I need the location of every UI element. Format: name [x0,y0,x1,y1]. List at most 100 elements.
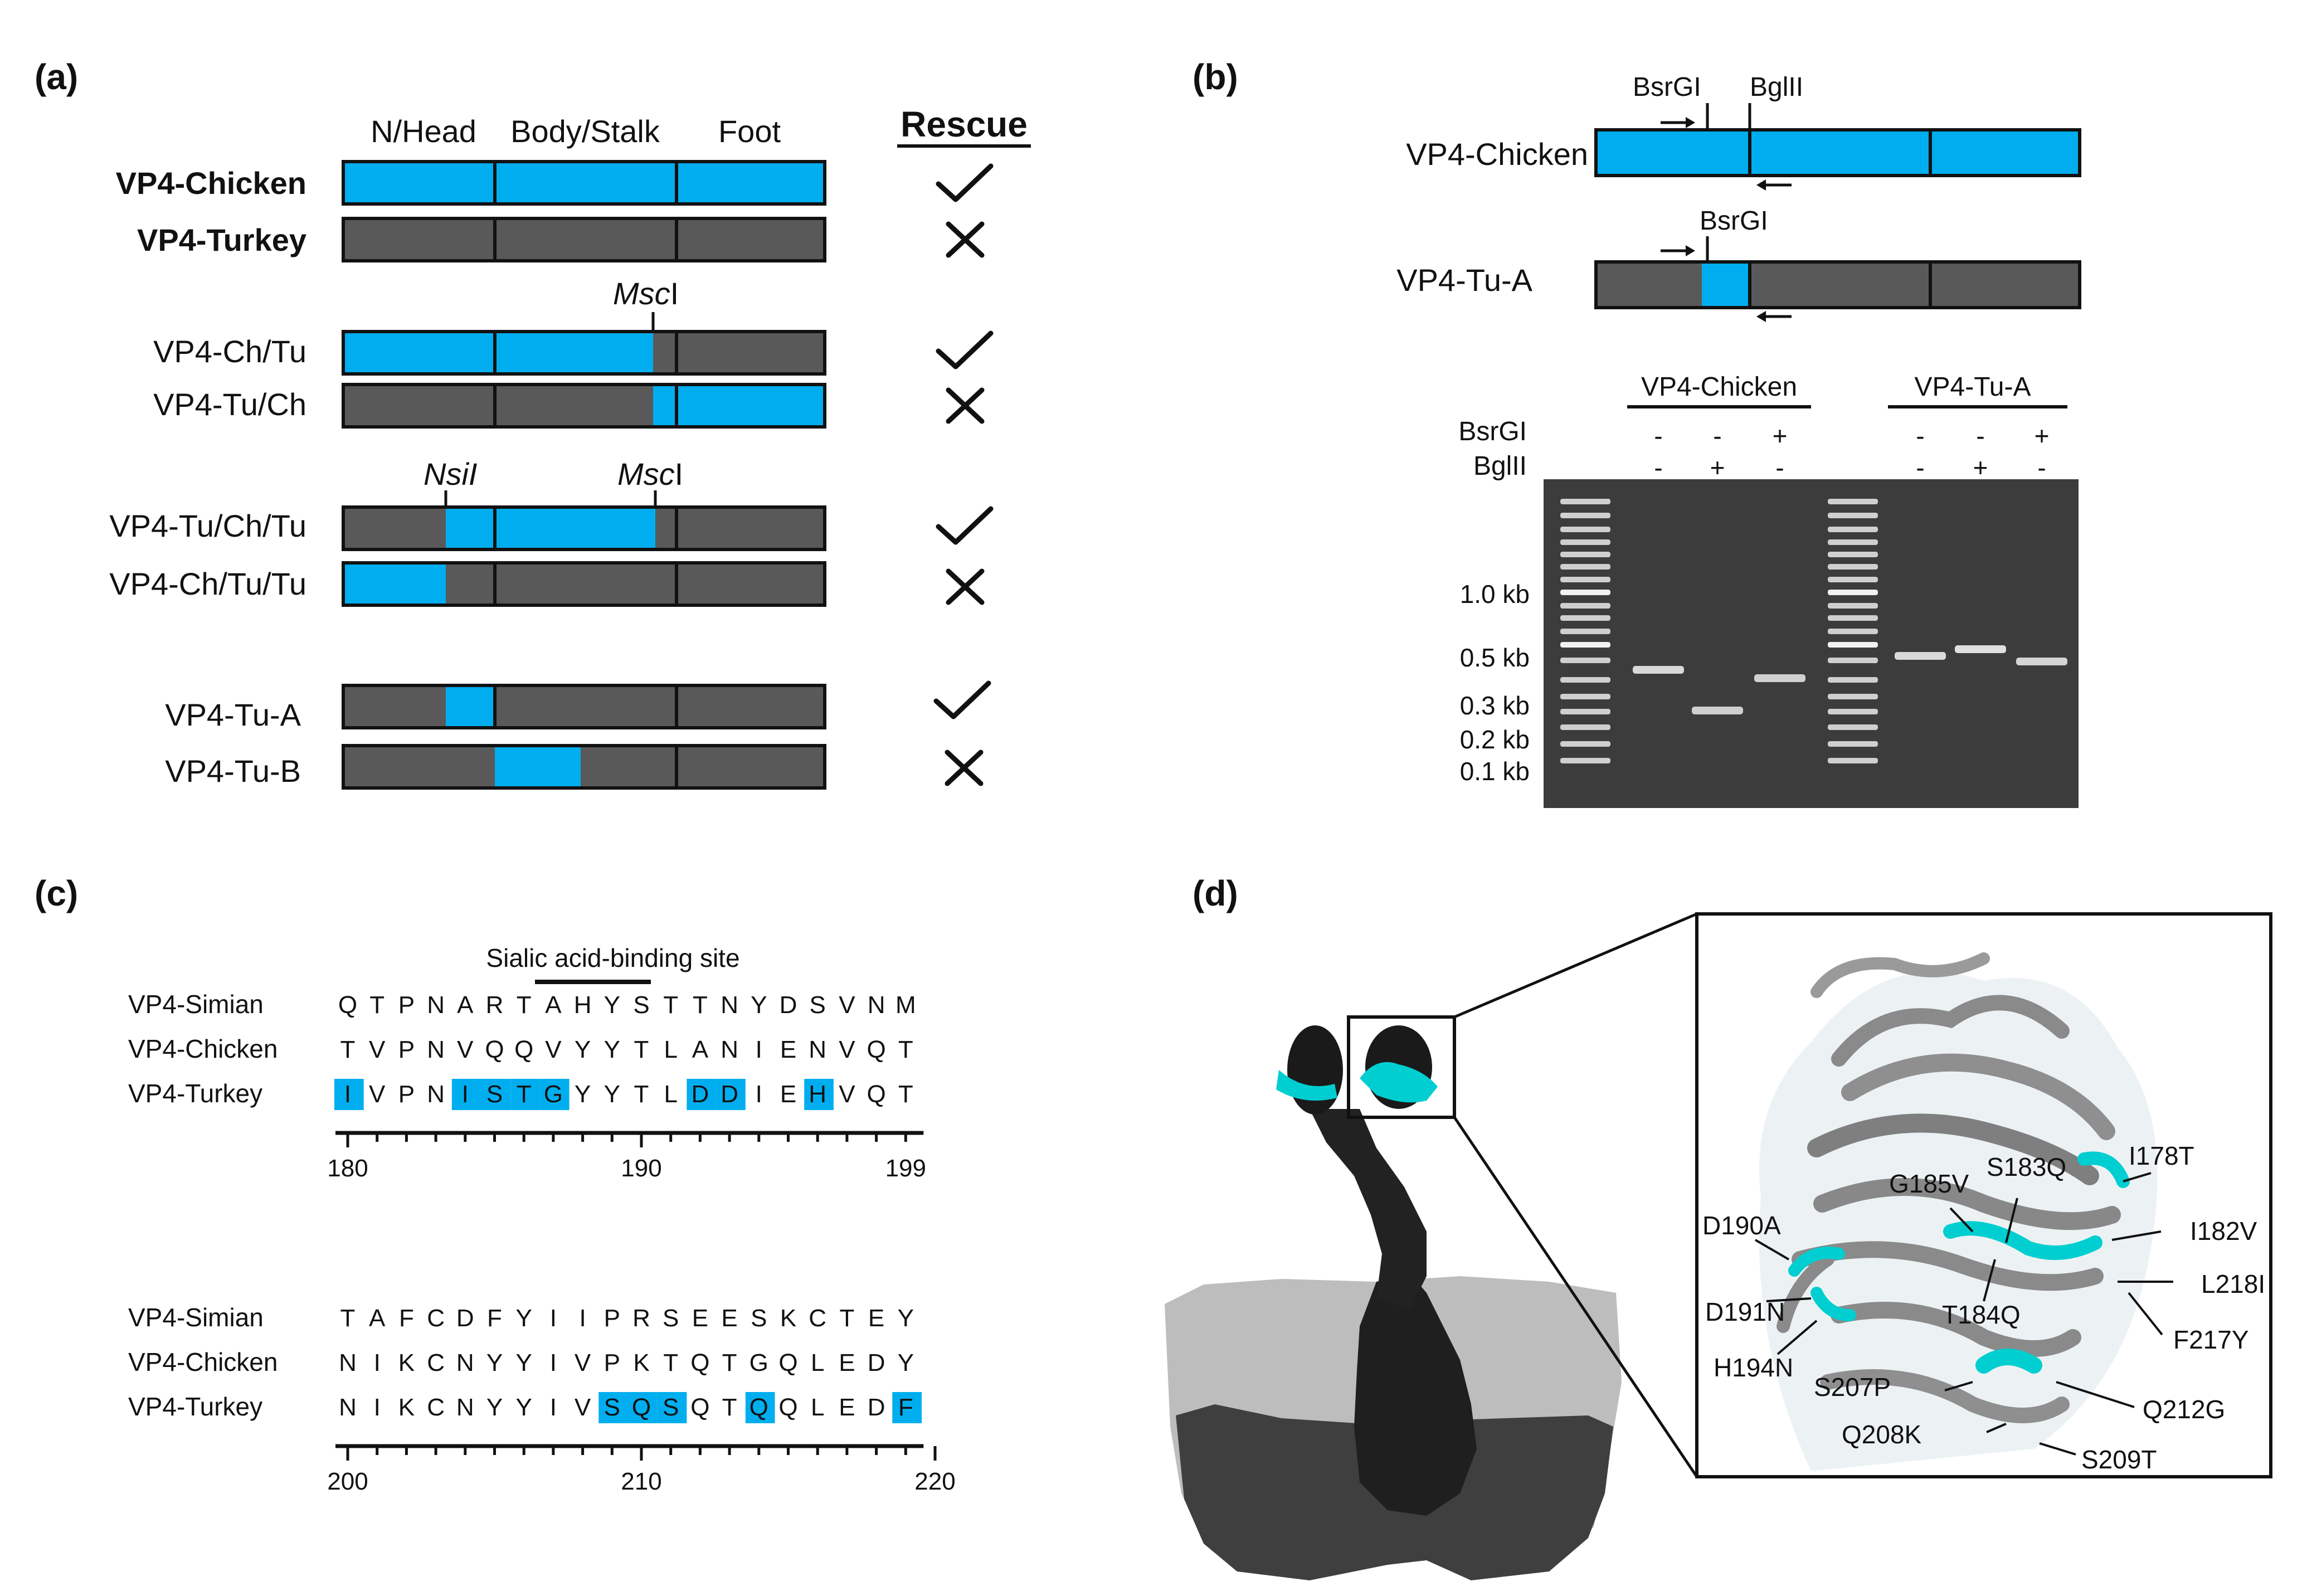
gel-mark: - [1916,453,1924,482]
residue: Q [867,1036,885,1063]
size-marker-0-2kb: 0.2 kb [1460,725,1530,754]
panel-a: (a) N/Head Body/Stalk Foot Rescue VP4-Ch… [35,57,1031,790]
gel-group-tu-a: VP4-Tu-A [1915,372,2031,402]
alignment-row-label: VP4-Chicken [128,1347,278,1376]
residue-highlight [510,1079,540,1110]
residue: Q [778,1394,797,1421]
mutation-label: T184Q [1942,1300,2021,1329]
residue: F [898,1394,913,1421]
residue: L [664,1081,677,1108]
ladder-band [1560,513,1610,518]
residue: H [809,1081,826,1108]
residue: V [545,1036,562,1063]
primer-arrow-forward [1661,117,1695,128]
row-label-vp4-chicken: VP4-Chicken [116,166,306,201]
ladder-band [1560,615,1610,621]
residue: V [457,1036,474,1063]
residue-highlight [804,1079,834,1110]
primer-arrow-reverse [1756,311,1792,322]
nsi-site-label: NsiI [424,456,477,492]
residue: E [839,1349,855,1376]
residue-highlight [628,1392,658,1423]
residue: Q [690,1394,709,1421]
check-icon [936,330,994,369]
residue: N [456,1394,474,1421]
check-icon [936,163,994,202]
residue: S [663,1305,679,1332]
alignment-row-label: VP4-Chicken [128,1034,278,1063]
panel-a-label: (a) [35,57,78,97]
ladder-band [1560,758,1610,763]
residue: S [663,1394,679,1421]
row-label-vp4-ch-tu: VP4-Ch/Tu [153,334,306,369]
residue: I [374,1394,381,1421]
mutation-label: D190A [1702,1211,1781,1240]
residue: N [427,1081,445,1108]
residue: V [369,1081,386,1108]
gel-mark: - [1713,421,1721,450]
ladder-band [1828,694,1878,699]
ladder-band [1828,603,1878,609]
msc-site-label-2: MscI [617,456,683,492]
residue: Q [632,1394,651,1421]
ladder-band [1828,499,1878,504]
mutation-label: I178T [2129,1141,2194,1170]
gel-row-label-bglii: BglII [1473,451,1527,481]
ladder-band [1828,552,1878,557]
ladder-band [1560,552,1610,557]
residue: K [398,1349,415,1376]
gel-band [1895,652,1946,660]
construct-bar-vp4-tu-a [342,684,826,729]
residue-highlight [334,1079,364,1110]
residue: Y [575,1081,591,1108]
rescue-header: Rescue [901,104,1028,144]
mutation-label: L218I [2201,1269,2265,1298]
residue: N [339,1349,357,1376]
residue-highlight [451,1079,481,1110]
residue-highlight [745,1392,775,1423]
residue: Y [898,1305,914,1332]
residue: S [486,1081,503,1108]
ladder-band [1828,564,1878,570]
residue: T [898,1036,913,1063]
ladder-band [1828,577,1878,582]
residue: T [340,1305,356,1332]
ladder-band [1828,642,1878,648]
alignment-row-label: VP4-Turkey [128,1392,262,1421]
residue: P [398,1036,415,1063]
axis-tick-label: 190 [621,1155,661,1182]
residue: S [633,991,649,1019]
construct-bar-vp4-ch-tu-tu [342,561,826,607]
mutation-label: S207P [1814,1373,1891,1402]
residue: D [868,1394,885,1421]
construct-bar-vp4-chicken [342,160,826,206]
residue: D [692,1081,709,1108]
residue: T [340,1036,356,1063]
residue: T [722,1349,737,1376]
residue: E [780,1081,796,1108]
residue: K [633,1349,649,1376]
ladder-band [1828,677,1878,683]
row-label-vp4-turkey: VP4-Turkey [137,222,306,257]
residue: C [809,1305,826,1332]
residue: D [456,1305,474,1332]
residue: E [780,1036,796,1063]
gel-mark: + [2035,421,2050,450]
ladder-band [1828,615,1878,621]
residue-highlight [687,1079,717,1110]
ladder-band [1560,539,1610,545]
residue: Y [898,1349,914,1376]
residue-highlight [892,1392,922,1423]
construct-bar-vp4-tu-b [342,744,826,790]
residue: I [756,1081,762,1108]
residue: N [427,1036,445,1063]
zoom-box [1347,1015,1456,1119]
residue: R [486,991,504,1019]
gel-group-chicken: VP4-Chicken [1641,372,1797,402]
gel-mark: + [1973,453,1988,482]
ladder-band [1560,694,1610,699]
mutation-label: H194N [1714,1353,1793,1382]
residue: Y [604,991,620,1019]
residue: A [369,1305,386,1332]
